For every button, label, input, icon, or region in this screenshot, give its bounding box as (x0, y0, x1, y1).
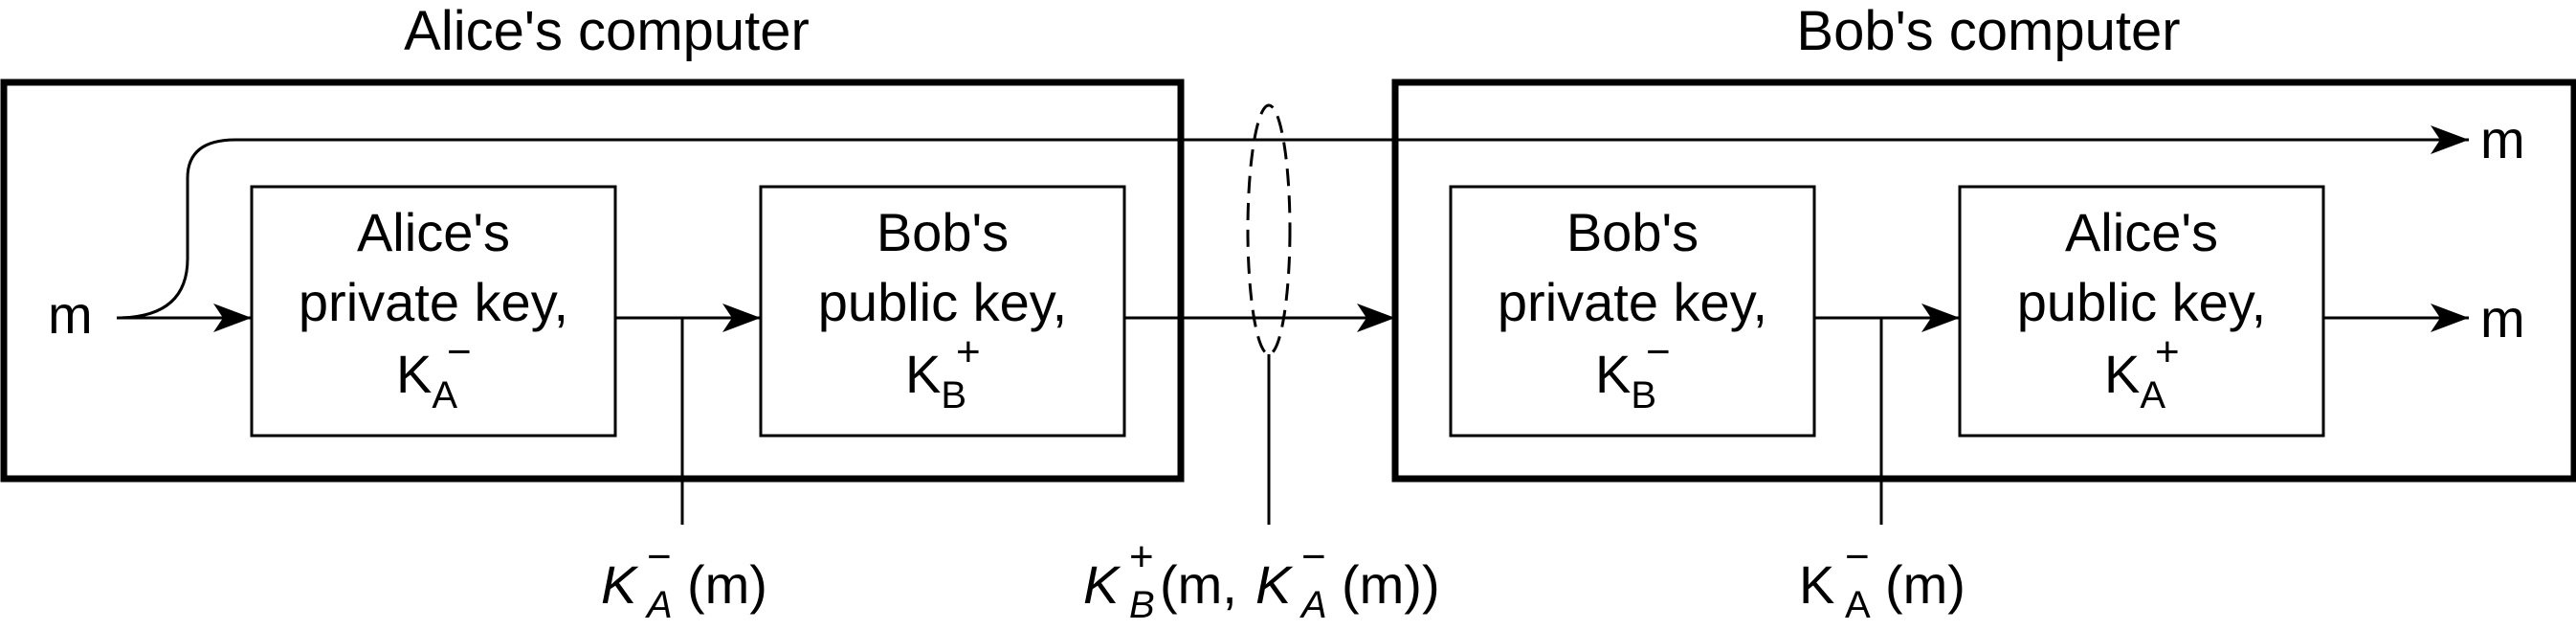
svg-text:Bob's: Bob's (877, 202, 1009, 262)
output-m-bottom-label: m (2480, 288, 2525, 349)
alice-public-key-box (1958, 185, 2325, 438)
alice-private-key-label: Alice's private key, KA − (299, 202, 568, 416)
svg-text:A: A (1845, 584, 1871, 626)
svg-text:KA: KA (396, 344, 457, 416)
bob-public-key-box (759, 185, 1126, 438)
svg-text:(m,: (m, (1160, 554, 1237, 615)
tap-label-1: K A − (m) (601, 533, 767, 626)
svg-text:(m): (m) (1885, 554, 1965, 615)
signal-group-ellipse (1246, 103, 1292, 356)
bypass-m-path (116, 125, 2469, 320)
svg-text:(m): (m) (687, 554, 767, 615)
svg-text:B: B (1129, 584, 1155, 626)
svg-text:KB: KB (905, 344, 966, 416)
svg-text:−: − (647, 533, 672, 580)
svg-text:−: − (1301, 533, 1326, 580)
svg-text:−: − (1845, 533, 1870, 580)
output-m-top-label: m (2480, 109, 2525, 169)
svg-text:Bob's: Bob's (1566, 202, 1699, 262)
svg-text:+: + (2155, 328, 2180, 375)
svg-text:KA: KA (2104, 344, 2165, 416)
svg-text:K: K (1255, 554, 1294, 615)
input-m-label: m (48, 284, 93, 345)
tap-label-3: K A − (m) (1799, 533, 1965, 626)
alice-computer-title: Alice's computer (404, 0, 810, 62)
svg-text:K: K (601, 554, 639, 615)
bob-computer-frame (1391, 79, 2576, 483)
svg-text:+: + (1129, 533, 1154, 580)
bob-public-key-label: Bob's public key, KB + (818, 202, 1067, 416)
alice-private-key-box (250, 185, 617, 438)
bob-computer-title: Bob's computer (1796, 0, 2180, 62)
svg-text:A: A (1299, 584, 1327, 626)
bob-private-key-box (1449, 185, 1816, 438)
svg-text:public key,: public key, (818, 272, 1067, 332)
svg-text:public key,: public key, (2017, 272, 2266, 332)
svg-text:−: − (447, 328, 472, 375)
svg-text:Alice's: Alice's (357, 202, 510, 262)
svg-text:(m)): (m)) (1342, 554, 1440, 615)
tap-label-2: K B + (m, K A − (m)) (1083, 533, 1440, 626)
svg-text:+: + (956, 328, 981, 375)
svg-text:private key,: private key, (1498, 272, 1767, 332)
alice-public-key-label: Alice's public key, KA + (2017, 202, 2266, 416)
svg-text:A: A (645, 584, 673, 626)
svg-text:K: K (1083, 554, 1121, 615)
svg-text:KB: KB (1595, 344, 1656, 416)
svg-text:private key,: private key, (299, 272, 568, 332)
svg-text:Alice's: Alice's (2065, 202, 2218, 262)
bob-private-key-label: Bob's private key, KB − (1498, 202, 1767, 416)
svg-text:K: K (1799, 554, 1834, 615)
alice-computer-frame (0, 79, 1185, 483)
svg-text:−: − (1646, 328, 1671, 375)
